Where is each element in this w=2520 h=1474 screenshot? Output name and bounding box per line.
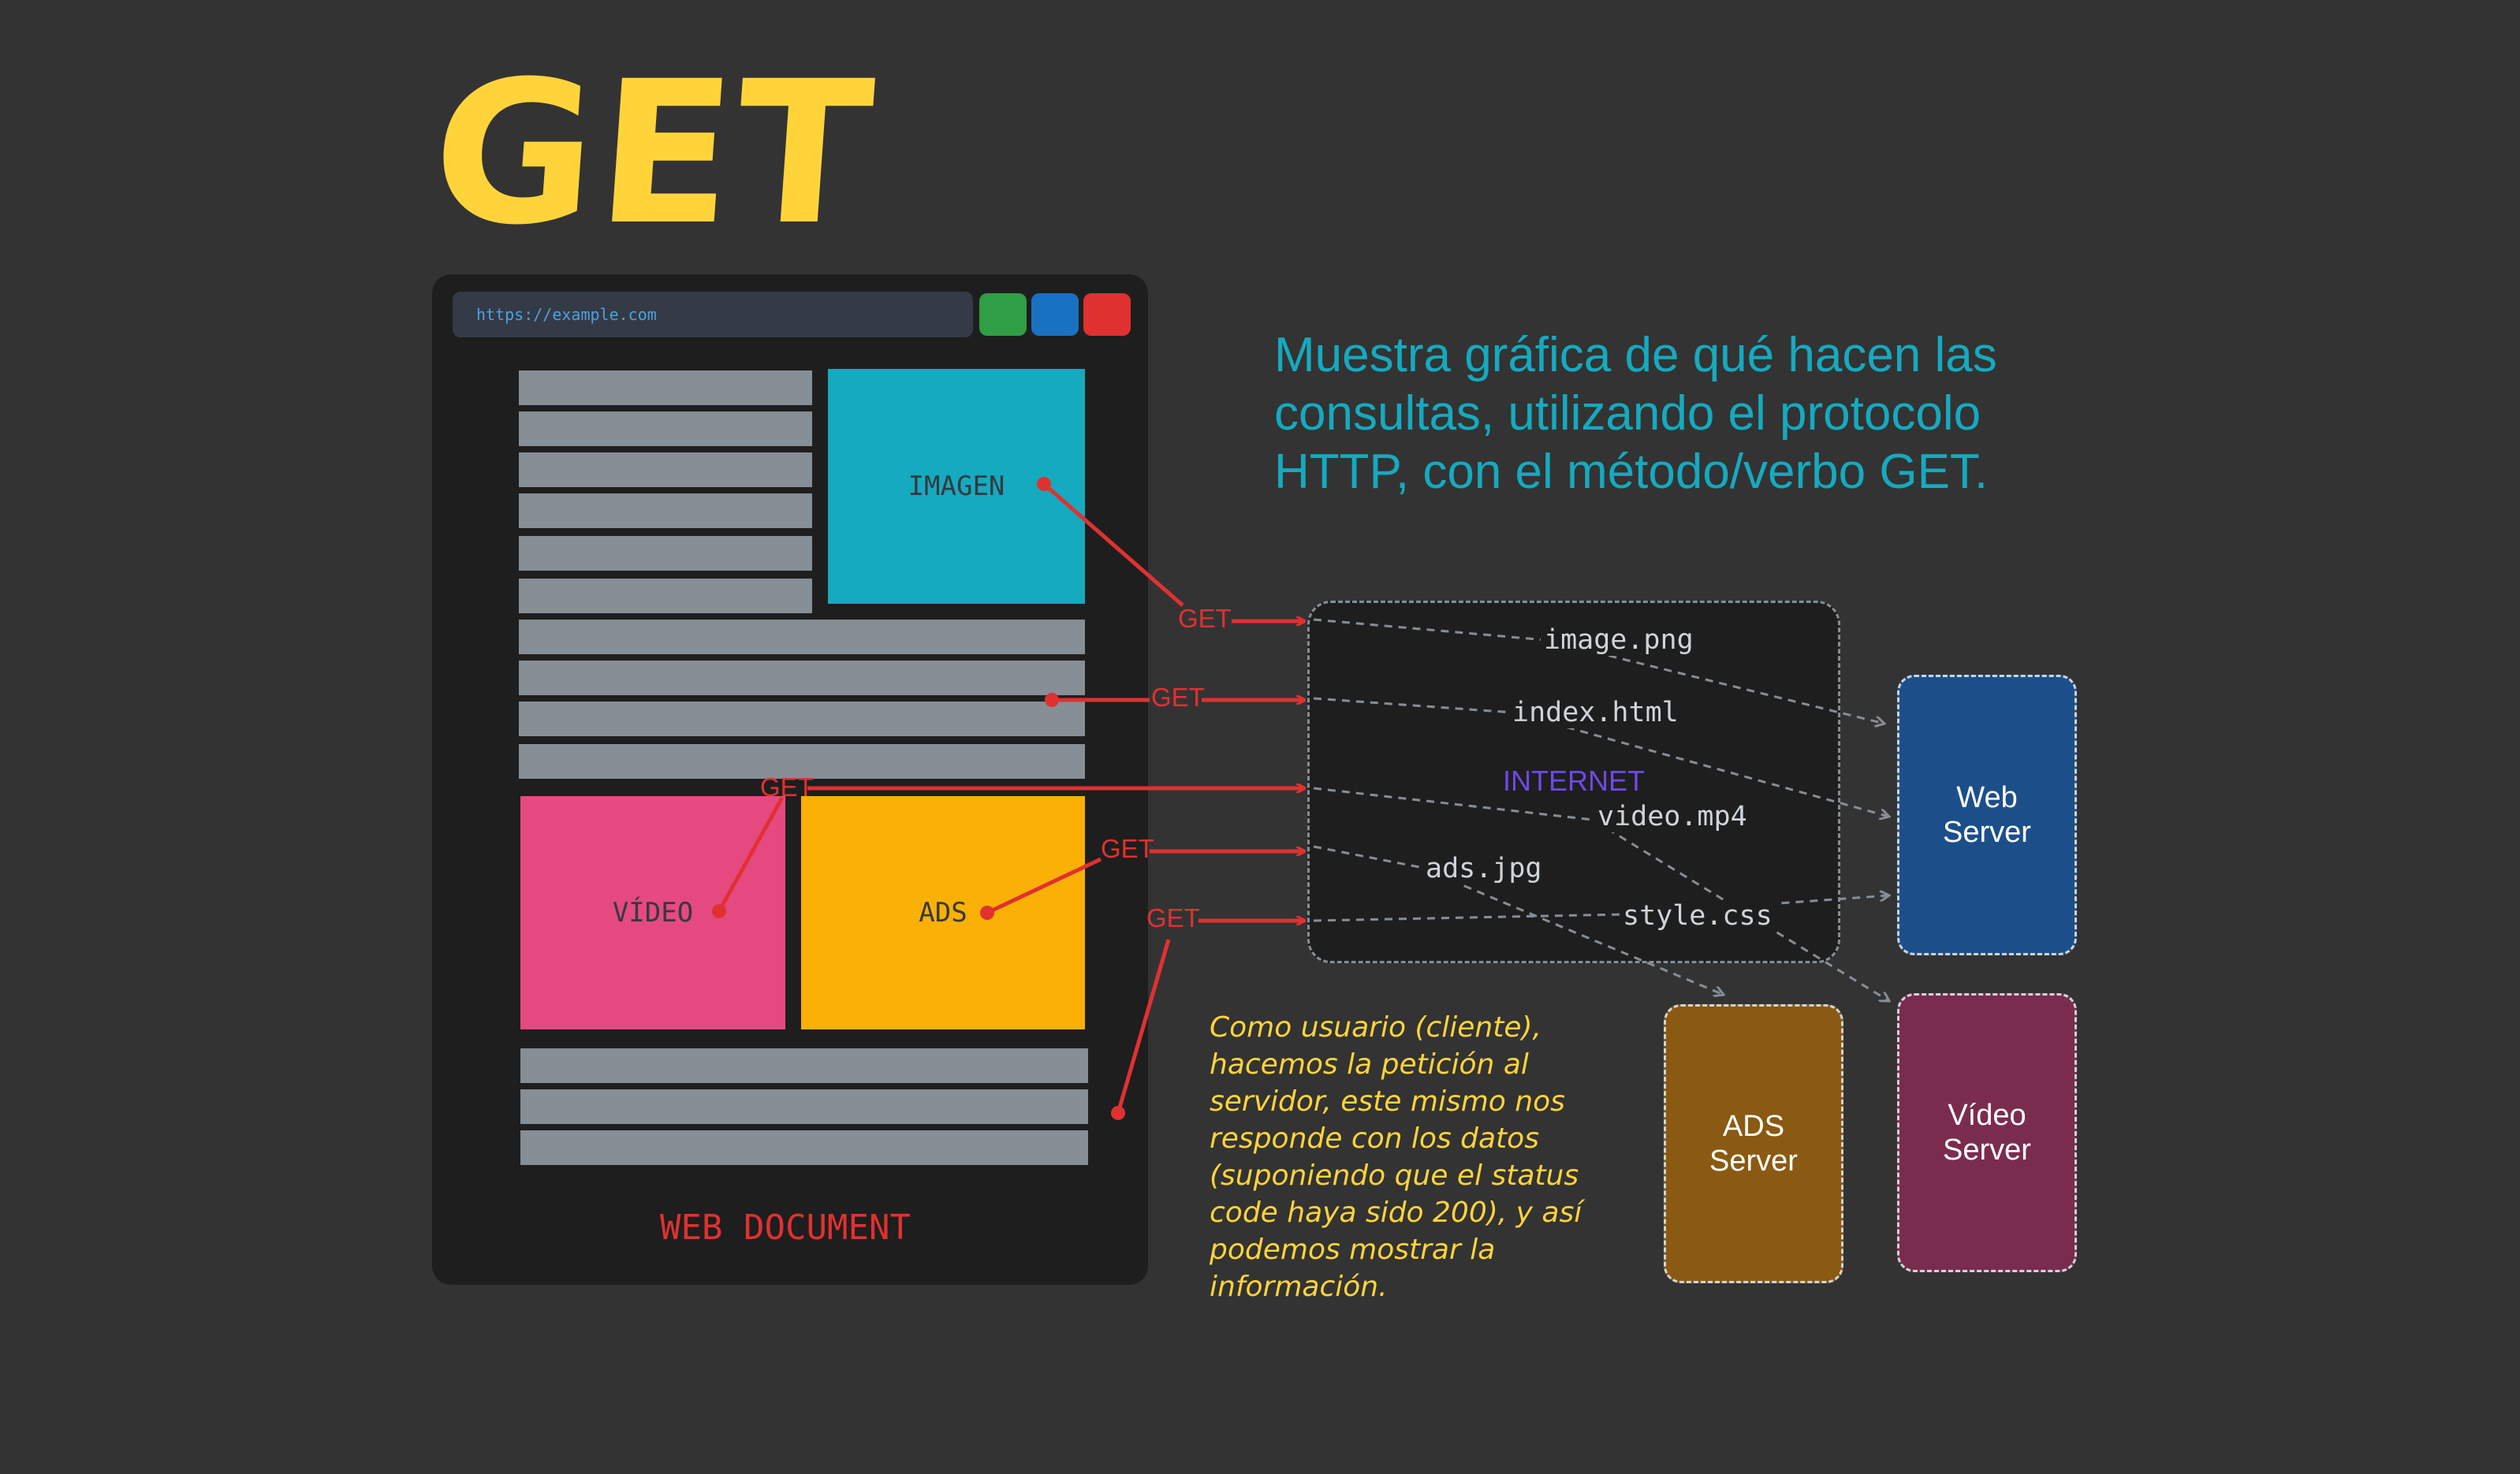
text-line [519, 620, 1085, 654]
text-line [519, 744, 1085, 779]
url-bar[interactable]: https://example.com [453, 292, 973, 337]
route-ads [1313, 845, 1724, 995]
request-line-ads [986, 857, 1102, 915]
text-line [520, 1130, 1088, 1165]
request-line-image [1042, 482, 1184, 607]
ads-server-label: Server [1709, 1145, 1798, 1178]
internet-label: INTERNET [1503, 765, 1645, 797]
text-line [520, 1048, 1088, 1083]
file-label-ads: ads.jpg [1422, 853, 1545, 884]
text-line [519, 536, 812, 571]
get-label: GET [1146, 903, 1200, 932]
request-line-css [1116, 939, 1171, 1114]
file-label-css: style.css [1620, 900, 1776, 932]
file-label-html: index.html [1509, 697, 1682, 728]
request-line-video [717, 796, 785, 913]
description-text: Muestra gráfica de qué hacen las consult… [1274, 328, 1997, 499]
video-block-label: VÍDEO [612, 897, 694, 929]
text-line [519, 702, 1085, 736]
get-label: GET [1151, 683, 1205, 712]
file-label-video: video.mp4 [1594, 801, 1750, 832]
window-button-red[interactable] [1083, 293, 1131, 336]
text-line [520, 1089, 1088, 1124]
explanation-note: Como usuario (cliente), hacemos la petic… [1210, 1011, 1582, 1303]
web-document-caption: WEB DOCUMENT [660, 1208, 911, 1248]
text-line [519, 661, 1085, 695]
text-line [519, 370, 812, 405]
video-block[interactable]: VÍDEO [520, 796, 785, 1029]
video-server-label: Vídeo [1948, 1099, 2026, 1132]
text-line [519, 493, 812, 528]
window-button-blue[interactable] [1031, 293, 1079, 336]
window-button-green[interactable] [979, 293, 1027, 336]
route-css [1313, 895, 1889, 922]
ads-server-label: ADS [1722, 1110, 1785, 1143]
file-label-image: image.png [1541, 624, 1697, 656]
video-server-label: Server [1943, 1133, 2031, 1167]
image-block-label: IMAGEN [908, 471, 1005, 502]
web-server-label: Web [1956, 781, 2018, 814]
ads-block[interactable]: ADS [801, 796, 1085, 1029]
get-label: GET [760, 772, 814, 802]
ads-block-label: ADS [919, 897, 967, 929]
get-label: GET [1178, 604, 1232, 633]
text-line [519, 411, 812, 446]
web-server-label: Server [1943, 816, 2031, 849]
text-line [519, 452, 812, 487]
get-label: GET [1101, 834, 1154, 863]
text-line [519, 579, 812, 613]
route-video [1313, 787, 1889, 1001]
